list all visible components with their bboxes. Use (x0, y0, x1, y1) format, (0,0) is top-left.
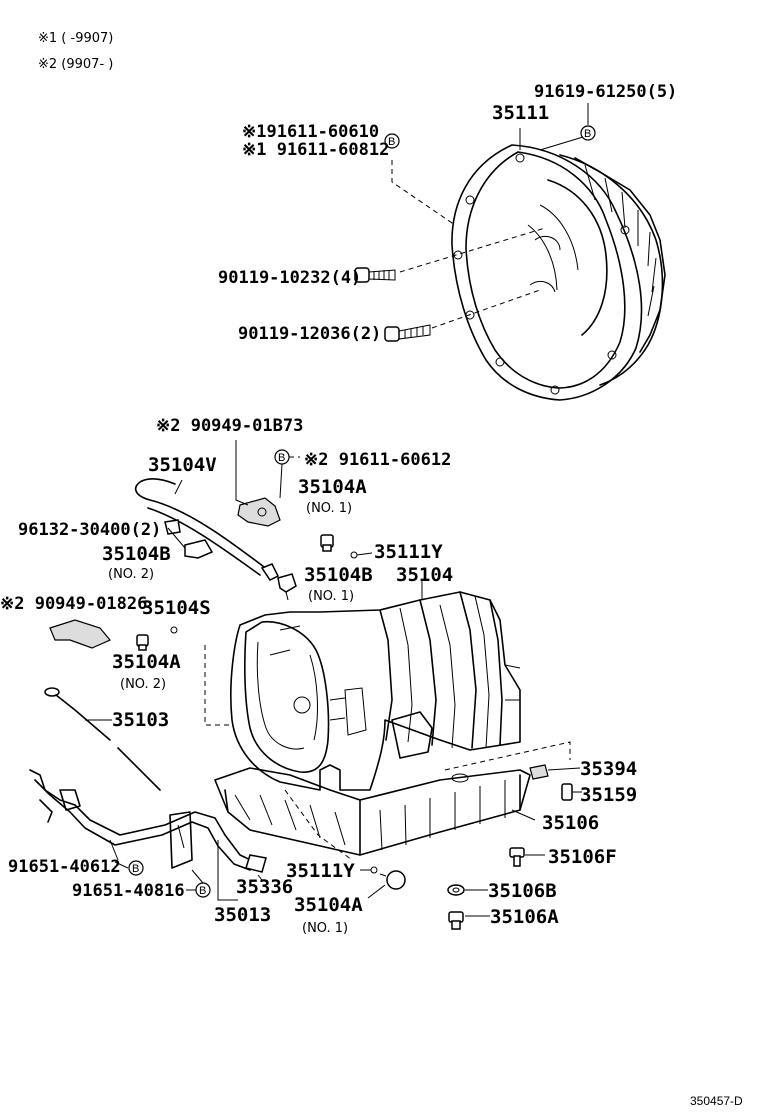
label-35394: 35394 (580, 758, 638, 780)
b-mark: B (584, 128, 591, 140)
label-90119-12036: 90119-12036(2) (238, 324, 382, 344)
plug-35104A-mid (136, 634, 149, 651)
label-90949-01826: ※2 90949-01826 (0, 594, 148, 614)
label-35013: 35013 (214, 904, 272, 926)
connector-35104B-right (260, 563, 297, 601)
connector-35104B-left (167, 527, 214, 559)
label-35159: 35159 (580, 784, 638, 806)
label-35106F: 35106F (548, 846, 617, 868)
label-35104A-mid: 35104A (112, 651, 181, 673)
label-91611-60610: ※191611-60610 (242, 122, 380, 142)
legend-note-1: ※1 ( -9907) (38, 31, 114, 46)
label-35111: 35111 (492, 102, 550, 124)
magnet-35394 (529, 764, 549, 780)
gasket-35106B (447, 884, 465, 896)
filter-35159 (561, 783, 573, 801)
b-mark: B (132, 863, 139, 875)
label-no1-c: (NO. 1) (302, 921, 349, 936)
housing-bolt-short (384, 324, 431, 342)
label-35104V: 35104V (148, 454, 217, 476)
label-91651-40816: 91651-40816 (72, 881, 185, 901)
drain-bolt-35106F (509, 847, 525, 867)
converter-housing (451, 144, 666, 401)
label-no1-a: (NO. 1) (306, 501, 353, 516)
label-no2-a: (NO. 2) (108, 567, 155, 582)
label-35106: 35106 (542, 812, 600, 834)
label-35103: 35103 (112, 709, 170, 731)
plug-35104A-bottom (379, 870, 406, 890)
speed-sensor-top (237, 497, 281, 527)
oil-pan (214, 767, 531, 856)
label-96132-30400: 96132-30400(2) (18, 520, 162, 540)
dipstick-35103 (44, 687, 161, 791)
label-35104: 35104 (396, 564, 454, 586)
label-91619-61250: 91619-61250(5) (534, 82, 678, 102)
label-90119-10232: 90119-10232(4) (218, 268, 362, 288)
filler-tube-35013 (29, 769, 267, 873)
diagram-code: 350457-D (690, 1094, 743, 1108)
label-91611-60812: ※1 91611-60812 (242, 140, 390, 160)
legend-note-2: ※2 (9907- ) (38, 57, 114, 72)
b-mark: B (388, 136, 395, 148)
label-35106A: 35106A (490, 906, 559, 928)
clip-96132 (164, 519, 181, 535)
label-35104B-left: 35104B (102, 543, 171, 565)
label-no2-b: (NO. 2) (120, 677, 167, 692)
bracket-90949-01826 (49, 619, 111, 649)
label-35111Y-bottom: 35111Y (286, 860, 355, 882)
housing-bolt-long (354, 267, 396, 283)
label-90949-01B73: ※2 90949-01B73 (156, 416, 304, 436)
label-35111Y-top: 35111Y (374, 541, 443, 563)
label-35104S: 35104S (142, 597, 211, 619)
label-91611-60612: ※2 91611-60612 (304, 450, 452, 470)
b-mark: B (278, 452, 285, 464)
label-35336: 35336 (236, 876, 294, 898)
plug-35104A-top (320, 534, 334, 552)
label-35104A-bottom: 35104A (294, 894, 363, 916)
label-35104B-right: 35104B (304, 564, 373, 586)
transmission-case (230, 591, 521, 791)
label-91651-40612: 91651-40612 (8, 857, 121, 877)
label-35106B: 35106B (488, 880, 557, 902)
label-35104A-top: 35104A (298, 476, 367, 498)
plug-35106A (448, 911, 464, 930)
b-mark: B (199, 885, 206, 897)
label-no1-b: (NO. 1) (308, 589, 355, 604)
